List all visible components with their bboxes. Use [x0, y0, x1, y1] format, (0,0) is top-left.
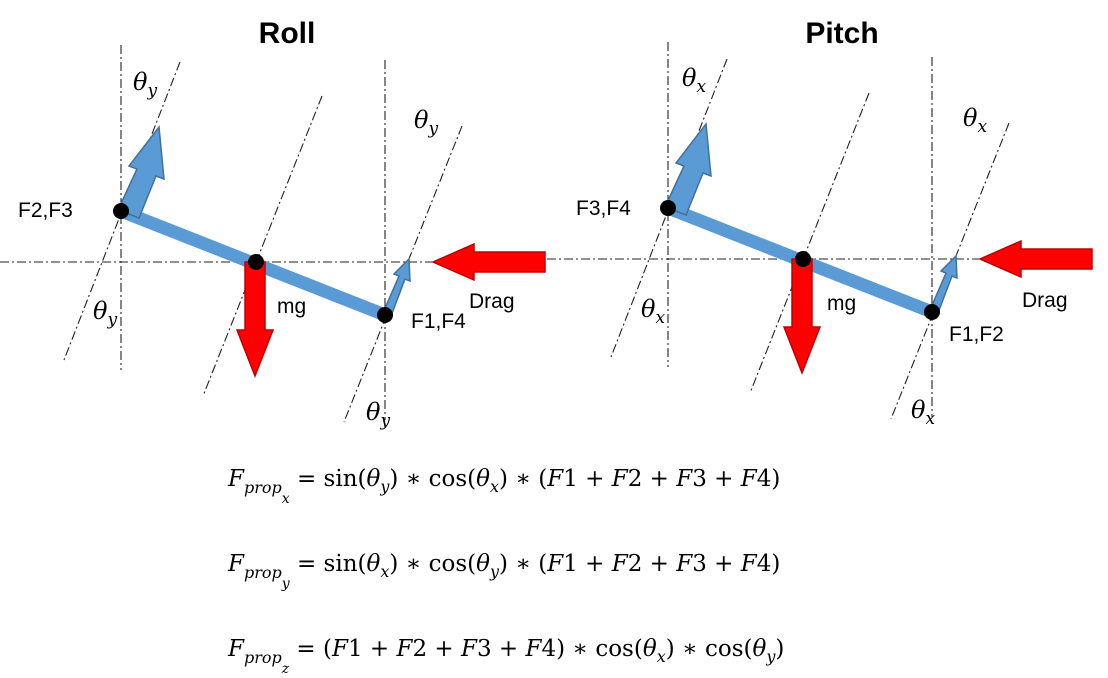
roll-angle-label-top-right: θy — [414, 106, 438, 139]
pitch-left-rotor-label: F3,F4 — [576, 197, 631, 220]
roll-angle-label-top-left: θy — [133, 68, 157, 101]
pitch-title: Pitch — [805, 17, 878, 50]
svg-text:θy: θy — [93, 297, 117, 330]
svg-text:θx: θx — [682, 64, 706, 97]
roll-title: Roll — [259, 17, 316, 50]
pitch-angle-label-top-left: θx — [682, 64, 706, 97]
pitch-angle-label-bottom-left: θx — [641, 295, 665, 328]
pitch-weight-label: mg — [827, 292, 856, 315]
equation-prop-y: Fpropy = sin(θx) ∗ cos(θy) ∗ (F1 + F2 + … — [227, 551, 780, 592]
svg-text:θy: θy — [366, 398, 390, 431]
svg-text:θy: θy — [414, 106, 438, 139]
equation-prop-z: Fpropz = (F1 + F2 + F3 + F4) ∗ cos(θx) ∗… — [227, 636, 784, 677]
pitch-right-rotor-label: F1,F2 — [949, 323, 1004, 346]
svg-text:θx: θx — [963, 104, 987, 137]
svg-text:θx: θx — [911, 396, 935, 429]
equation-prop-x: Fpropx = sin(θy) ∗ cos(θx) ∗ (F1 + F2 + … — [227, 466, 780, 507]
svg-text:θx: θx — [641, 295, 665, 328]
roll-weight-label: mg — [277, 295, 306, 318]
pitch-diagram: Pitch F3,F4 F1,F2 mg Drag θx θx θx θx — [547, 17, 1092, 429]
pitch-angle-label-bottom-right: θx — [911, 396, 935, 429]
roll-angle-label-bottom-left: θy — [93, 297, 117, 330]
roll-right-rotor-label: F1,F4 — [411, 310, 466, 333]
roll-left-rotor-label: F2,F3 — [18, 199, 73, 222]
roll-diagram: Roll F2,F3 F1,F4 mg Drag θy θy θy θy — [0, 17, 545, 431]
pitch-angle-label-top-right: θx — [963, 104, 987, 137]
roll-angle-label-bottom-right: θy — [366, 398, 390, 431]
pitch-drag-label: Drag — [1022, 289, 1068, 312]
svg-text:θy: θy — [133, 68, 157, 101]
equations: Fpropx = sin(θy) ∗ cos(θx) ∗ (F1 + F2 + … — [227, 466, 784, 677]
roll-drag-label: Drag — [469, 290, 515, 313]
